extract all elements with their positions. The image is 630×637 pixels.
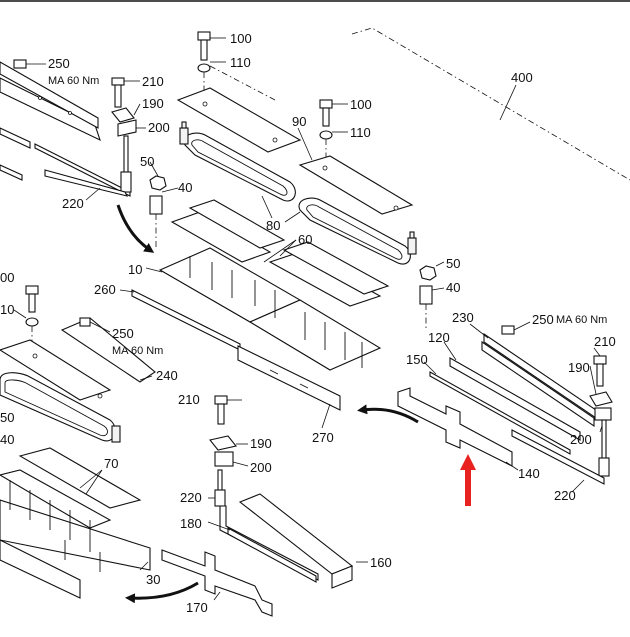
label-50b: 50: [446, 256, 460, 271]
label-250c: 250: [532, 312, 554, 327]
label-190a: 190: [142, 96, 164, 111]
label-10-cut: 10: [0, 302, 14, 317]
nut-spacer-right: [419, 261, 445, 330]
label-60: 60: [298, 232, 312, 247]
label-120: 120: [428, 330, 450, 345]
label-10: 10: [128, 262, 142, 277]
label-260: 260: [94, 282, 116, 297]
label-150: 150: [406, 352, 428, 367]
label-200a: 200: [148, 120, 170, 135]
callout-labels: 400 100 110 100 110 90 80 250 MA 60 Nm 2…: [0, 31, 616, 615]
label-50-cut: 50: [0, 410, 14, 425]
label-50a: 50: [140, 154, 154, 169]
label-240: 240: [156, 368, 178, 383]
label-170: 170: [186, 600, 208, 615]
label-220b: 220: [180, 490, 202, 505]
label-90: 90: [292, 114, 306, 129]
left-middle-group: [0, 285, 156, 443]
label-40b: 40: [446, 280, 460, 295]
label-100b: 100: [350, 97, 372, 112]
flow-arrow-upper-left: [116, 204, 155, 253]
torque-b: MA 60 Nm: [112, 345, 163, 357]
label-00-cut: 00: [0, 270, 14, 285]
lower-center-group: [161, 395, 368, 617]
label-230: 230: [452, 310, 474, 325]
label-200c: 200: [570, 432, 592, 447]
label-180: 180: [180, 516, 202, 531]
label-250a: 250: [48, 56, 70, 71]
label-40-cut: 40: [0, 432, 14, 447]
label-210a: 210: [142, 74, 164, 89]
label-220c: 220: [554, 488, 576, 503]
pin-assembly-upper-left: [44, 77, 146, 201]
label-250b: 250: [112, 326, 134, 341]
label-210c: 210: [594, 334, 616, 349]
torque-c: MA 60 Nm: [556, 314, 607, 326]
label-220a: 220: [62, 196, 84, 211]
red-up-arrow-icon: [460, 454, 476, 506]
label-140: 140: [518, 466, 540, 481]
label-80: 80: [266, 218, 280, 233]
nut-spacer-top: [149, 161, 179, 250]
label-30: 30: [146, 572, 160, 587]
flow-arrow-center-right: [357, 404, 419, 424]
label-400: 400: [511, 70, 533, 85]
lower-left-panel: [0, 447, 151, 599]
middle-panel: [119, 199, 390, 429]
cover-400: [351, 27, 630, 181]
bolt-210-head: [111, 77, 125, 86]
label-100a: 100: [230, 31, 252, 46]
label-200b: 200: [250, 460, 272, 475]
upper-left-rail: [0, 59, 131, 197]
right-group: [397, 321, 613, 493]
torque-a: MA 60 Nm: [48, 75, 99, 87]
label-110b: 110: [350, 125, 371, 140]
label-190b: 190: [250, 436, 272, 451]
bolt-250-head: [13, 59, 27, 69]
label-70: 70: [104, 456, 118, 471]
label-210b: 210: [178, 392, 200, 407]
top-center-group: [176, 31, 417, 265]
flow-arrow-lower-left: [125, 581, 199, 604]
label-270: 270: [312, 430, 334, 445]
label-110a: 110: [230, 55, 251, 70]
label-190c: 190: [568, 360, 590, 375]
label-160: 160: [370, 555, 392, 570]
label-40a: 40: [178, 180, 192, 195]
